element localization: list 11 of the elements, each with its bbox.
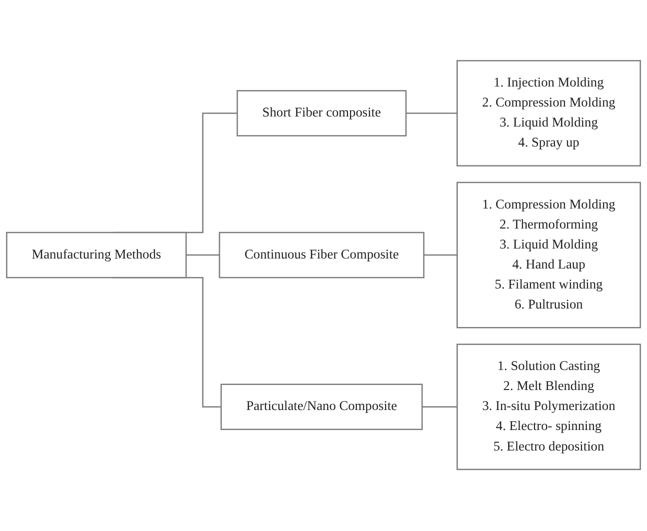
connector: [422, 406, 458, 408]
connector: [424, 254, 458, 256]
node-box: Short Fiber composite: [236, 90, 407, 137]
connector: [406, 113, 458, 114]
node-box: 1. Compression Molding 2. Thermoforming 3. Liquid Molding 4. Hand Laup 5. Filament winding 6. Pultrusion: [456, 182, 641, 329]
node-box: 1. Injection Molding 2. Compression Molding 3. Liquid Molding 4. Spray up: [456, 60, 641, 167]
node-box: Particulate/Nano Composite: [220, 384, 423, 430]
node-box: Continuous Fiber Composite: [218, 232, 424, 279]
node-box: 1. Solution Casting 2. Melt Blending 3. In-situ Polymerization 4. Electro- spinning 5. Electro deposition: [456, 344, 641, 471]
connector: [186, 254, 220, 256]
node-box: Manufacturing Methods: [6, 232, 187, 279]
